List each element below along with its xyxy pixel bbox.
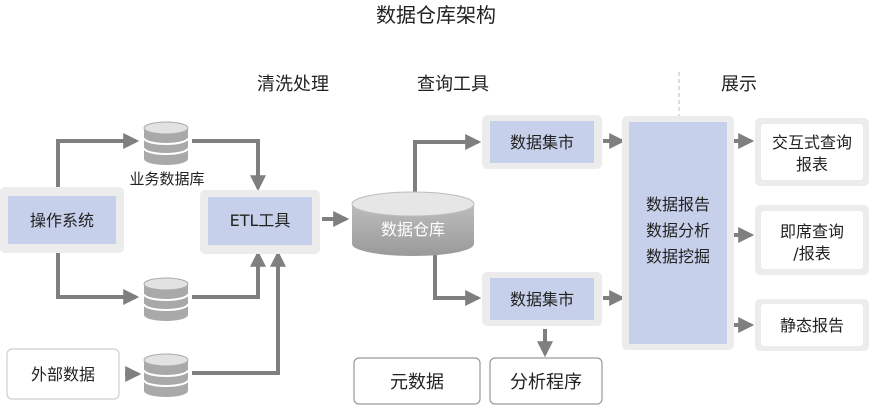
report-line-2: 数据分析: [646, 221, 710, 240]
static-report-label: 静态报告: [780, 316, 844, 335]
report-line-3: 数据挖掘: [646, 247, 710, 266]
external-label: 外部数据: [31, 365, 95, 384]
analysis-program-label: 分析程序: [510, 372, 582, 393]
etl-box: [208, 197, 312, 245]
report-box: [629, 122, 727, 344]
data-warehouse-icon: [351, 191, 475, 256]
mart-top-label: 数据集市: [510, 133, 574, 152]
section-display-header: 展示: [721, 74, 757, 95]
interactive-line-1: 交互式查询: [772, 133, 852, 152]
arrow-business-db-to-etl: [192, 139, 266, 192]
arrow-lower-db-to-etl: [192, 250, 266, 299]
etl-label: ETL工具: [230, 211, 291, 230]
mart-top-box: [490, 121, 594, 163]
business-db-icon: [143, 121, 189, 165]
arrow-os-to-business-db: [56, 133, 140, 195]
report-line-1: 数据报告: [646, 195, 710, 214]
metadata-box: [353, 357, 481, 405]
adhoc-line-2: /报表: [793, 244, 830, 263]
adhoc-box: [761, 211, 863, 269]
analysis-program-box: [489, 357, 603, 405]
external-db-icon: [143, 353, 189, 397]
business-db-label: 业务数据库: [129, 170, 204, 188]
adhoc-line-1: 即席查询: [780, 222, 844, 241]
diagram-title: 数据仓库架构: [376, 3, 496, 27]
os-box: [8, 196, 116, 244]
connectors: [56, 133, 755, 382]
external-box: [6, 348, 120, 400]
lower-db-icon: [143, 277, 189, 321]
section-clean-header: 清洗处理: [257, 74, 329, 95]
mart-bottom-box: [490, 278, 594, 320]
os-label: 操作系统: [30, 211, 94, 230]
metadata-label: 元数据: [390, 372, 444, 393]
section-query-header: 查询工具: [417, 74, 489, 95]
data-warehouse-label: 数据仓库: [381, 220, 445, 239]
mart-bottom-label: 数据集市: [510, 290, 574, 309]
arrow-warehouse-to-mart-bottom: [433, 252, 482, 306]
arrow-external-db-to-etl: [192, 250, 286, 375]
interactive-line-2: 报表: [796, 155, 828, 174]
interactive-box: [761, 124, 863, 180]
arrow-os-to-lower-db: [56, 248, 140, 305]
static-box: [761, 304, 863, 346]
arrow-warehouse-to-mart-top: [413, 134, 482, 196]
